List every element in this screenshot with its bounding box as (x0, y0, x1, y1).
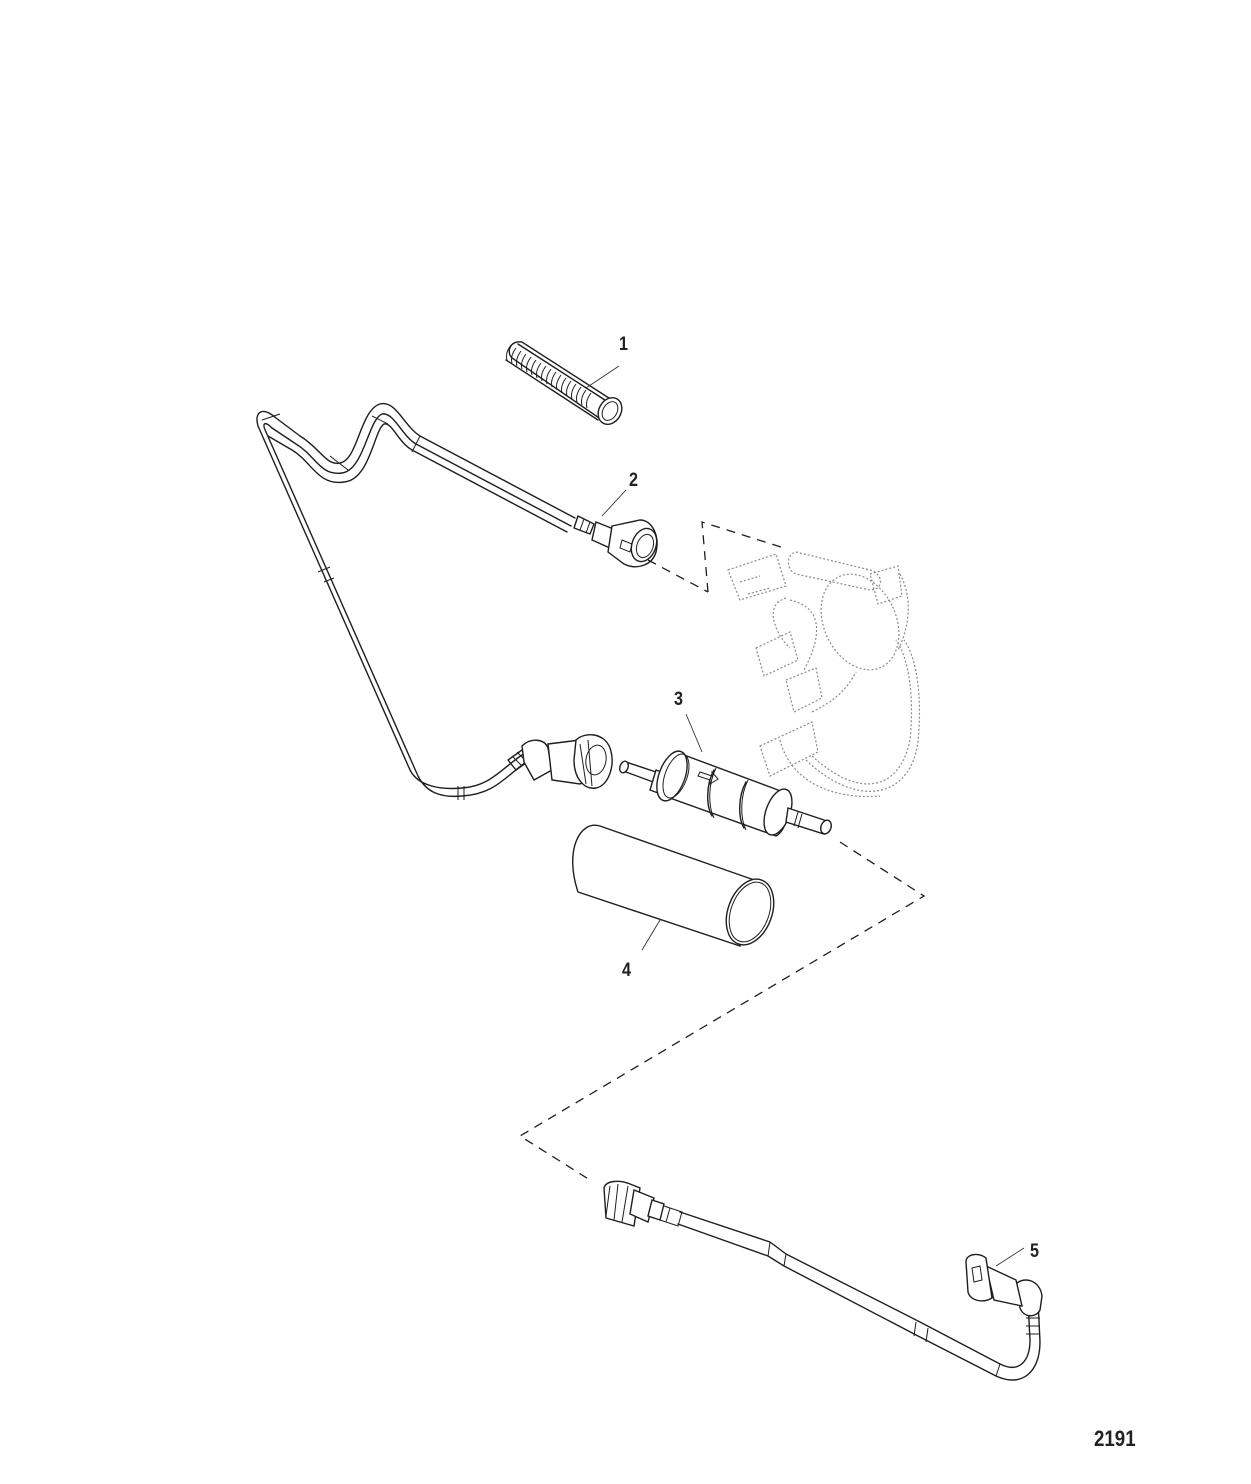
assembly-path-line (518, 841, 926, 1181)
part-4-filter-sleeve (572, 824, 775, 951)
figure-number: 2191 (1094, 1426, 1136, 1451)
callout-2: 2 (629, 470, 638, 491)
part-2-fuel-line (256, 403, 658, 800)
part-3-fuel-filter (619, 713, 832, 837)
callout-3: 3 (674, 689, 683, 710)
part-1-corrugated-sleeve (505, 341, 623, 426)
part-5-fuel-line (603, 1180, 1043, 1381)
callout-5: 5 (1030, 1241, 1039, 1262)
callout-4: 4 (622, 960, 631, 981)
callout-1: 1 (619, 334, 628, 355)
reference-fuel-pump-assembly (647, 521, 921, 798)
